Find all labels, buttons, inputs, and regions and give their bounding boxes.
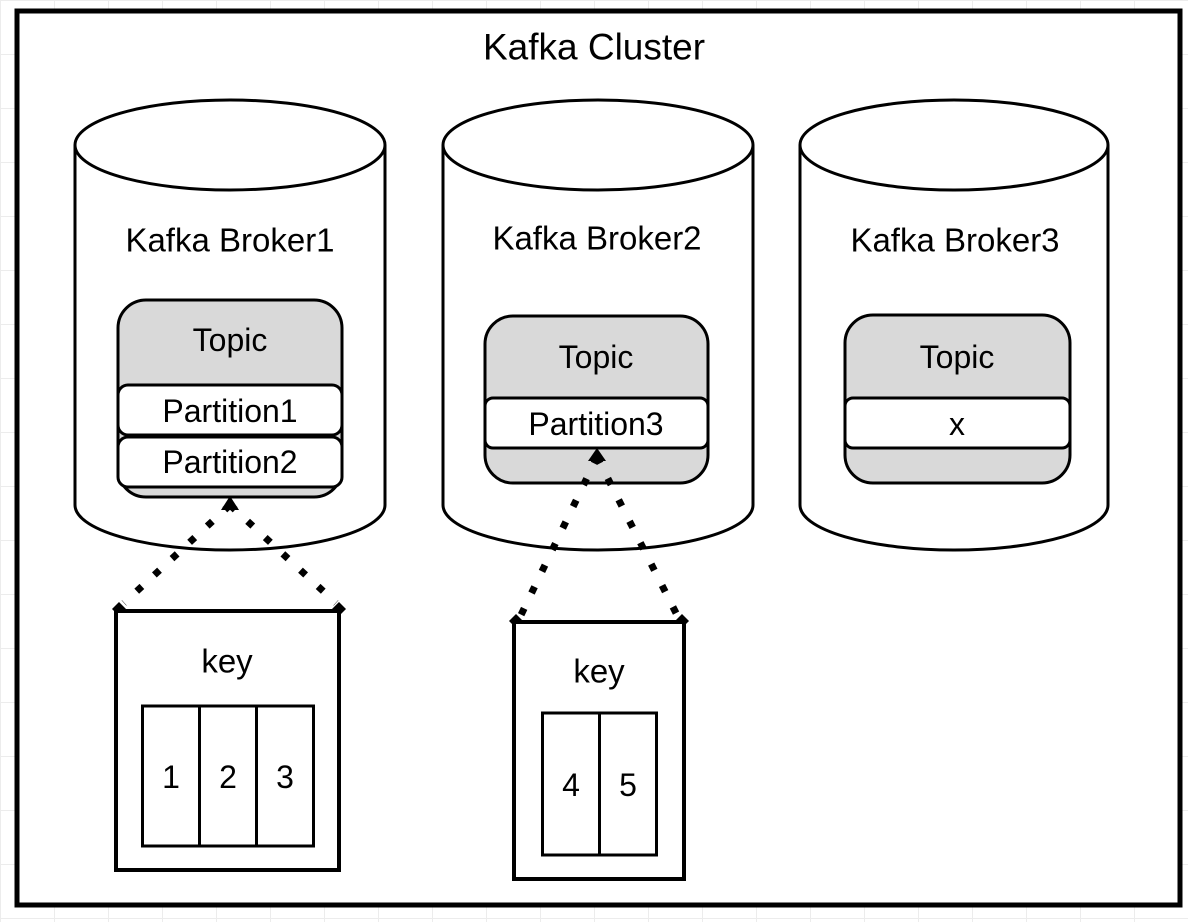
broker3-group: Kafka Broker3 Topic x (798, 98, 1110, 552)
key1-label: key (201, 643, 253, 680)
broker1-key1-connector-right (227, 502, 339, 606)
key1-cell-1 (141, 704, 201, 848)
cluster-title: Kafka Cluster (483, 27, 705, 68)
partition-x-box (843, 396, 1072, 450)
broker2-key2-connector-left (517, 455, 601, 617)
broker2-label: Kafka Broker2 (492, 220, 701, 257)
key2-cell-1-value: 4 (562, 767, 580, 803)
partition3-label: Partition3 (528, 406, 663, 442)
broker1-topic-label: Topic (193, 322, 268, 358)
key2-cell-2-value: 5 (619, 767, 637, 803)
partition2-label: Partition2 (162, 444, 297, 480)
key1-cell-3 (255, 704, 315, 848)
key1-group: key 1 2 3 (114, 609, 341, 872)
partition1-label: Partition1 (162, 393, 297, 429)
key2-cell-1 (541, 711, 601, 857)
key2-group: key 4 5 (512, 620, 686, 881)
broker2-connector-arrowhead-icon (588, 448, 606, 461)
broker1-key1-connector-left (121, 502, 233, 606)
partition3-box (483, 396, 710, 450)
broker3-cylinder-top (798, 98, 1110, 192)
key1-cell-3-value: 3 (276, 759, 294, 795)
key2-cell-2 (598, 711, 658, 857)
key2-label: key (573, 653, 625, 690)
broker2-cylinder-top (441, 98, 755, 192)
broker1-label: Kafka Broker1 (125, 222, 334, 259)
partition-x-label: x (949, 406, 965, 442)
partition1-box (116, 383, 344, 437)
broker1-cylinder-top (73, 98, 387, 192)
broker1-group: Kafka Broker1 Topic Partition1 Partition… (73, 98, 387, 552)
key1-cell-2-value: 2 (219, 759, 237, 795)
key1-cell-1-value: 1 (162, 759, 180, 795)
broker2-topic-label: Topic (559, 339, 634, 375)
broker2-key2-connector-right (593, 455, 681, 617)
broker2-group: Kafka Broker2 Topic Partition3 (441, 98, 755, 552)
partition2-box (116, 435, 344, 489)
broker3-label: Kafka Broker3 (850, 222, 1059, 259)
broker1-connector-arrowhead-icon (221, 496, 239, 510)
broker3-topic-label: Topic (920, 339, 995, 375)
